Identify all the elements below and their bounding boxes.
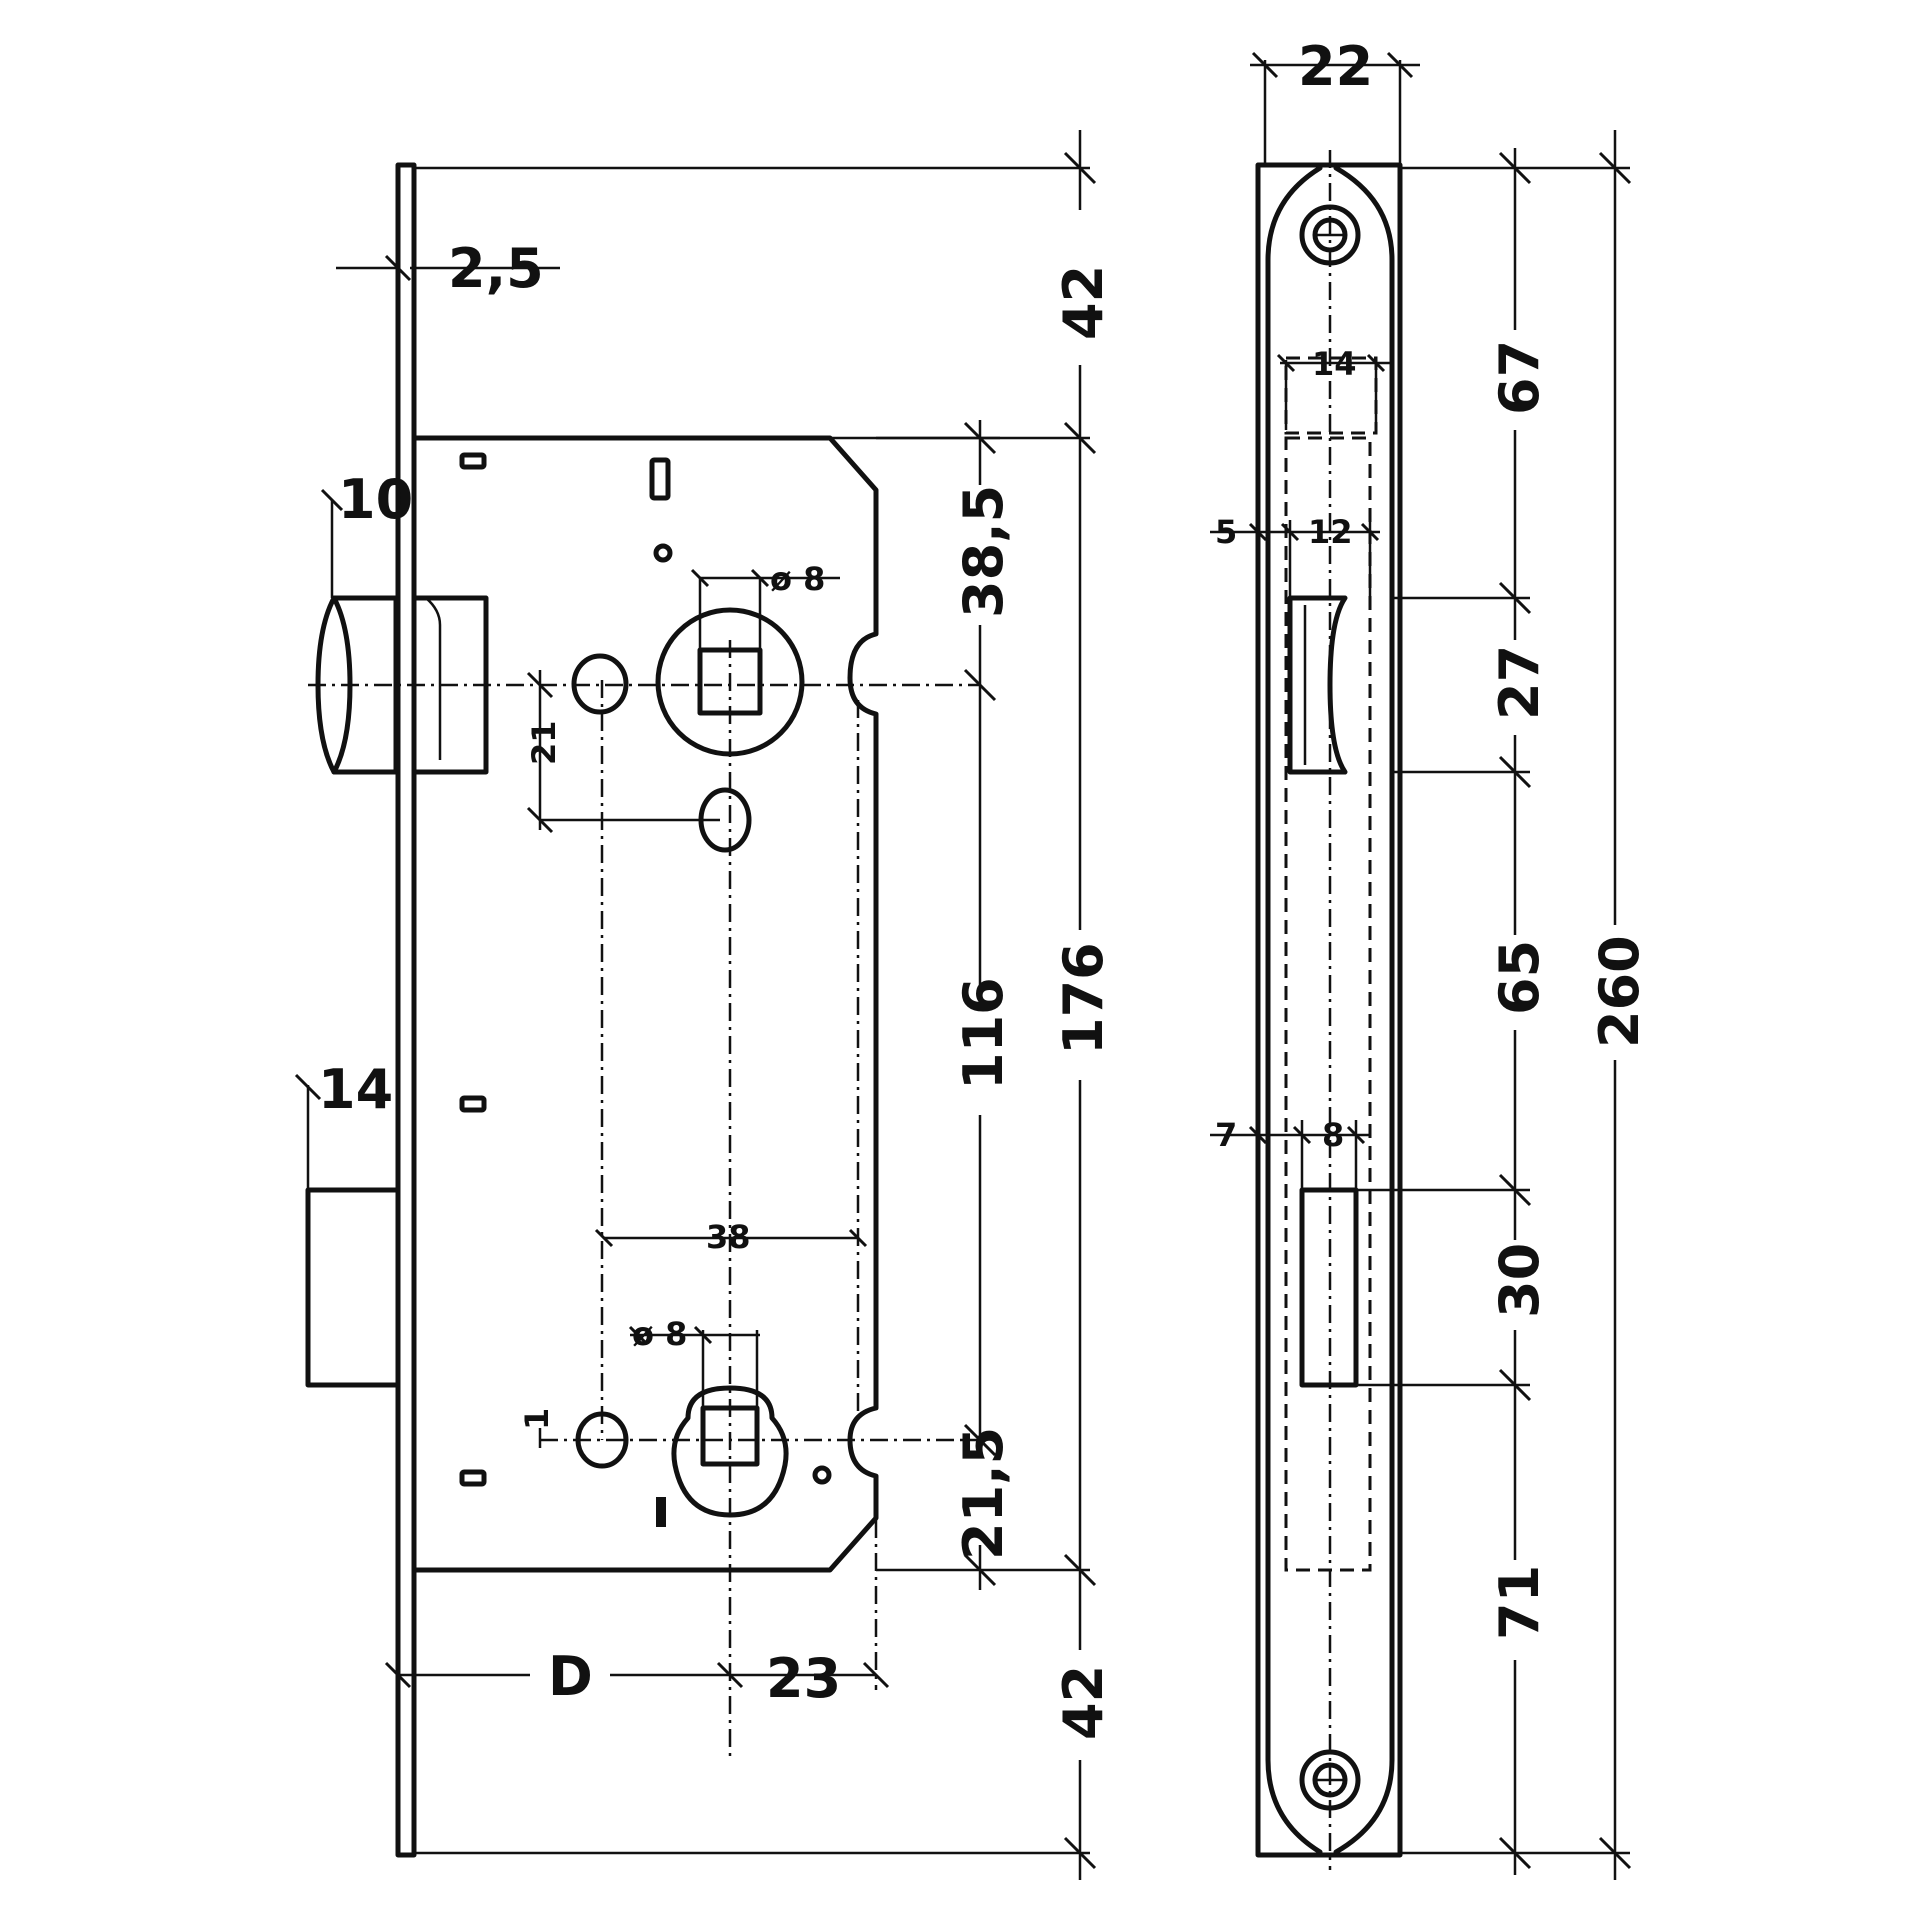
hidden-case <box>1284 436 1372 1572</box>
dim-bolt-projection: 14 <box>318 1058 393 1121</box>
dim-latch-offset: 21 <box>525 720 563 765</box>
lock-case <box>411 435 879 1573</box>
dim-latch-side-offset: 5 <box>1215 513 1237 551</box>
dimension-ticks <box>294 151 1097 1870</box>
dim-latch-to-lock: 116 <box>952 977 1015 1090</box>
dim-small-offset: 1 <box>518 1408 556 1430</box>
dim-backset-label: D <box>548 1645 593 1708</box>
front-view: 2,5 10 14 ø 8 ø 8 38 D 23 21 1 42 176 42… <box>294 130 1115 1880</box>
small-hole <box>653 543 673 563</box>
dim-case-height: 176 <box>1052 942 1115 1055</box>
slot <box>459 1469 487 1487</box>
side-latch-opening <box>1287 595 1348 775</box>
dead-bolt <box>305 1187 401 1388</box>
faceplate <box>395 162 417 1858</box>
dim-faceplate-width: 22 <box>1298 35 1373 98</box>
slot <box>459 452 487 470</box>
dim-top-segment: 67 <box>1488 340 1551 415</box>
dim-total-height: 260 <box>1588 935 1651 1048</box>
dim-bolt-height: 30 <box>1488 1243 1551 1318</box>
small-hole <box>812 1465 832 1485</box>
dim-spindle-diameter-top: ø 8 <box>770 560 825 598</box>
dim-bolt-width: 8 <box>1322 1116 1344 1154</box>
dim-bottom-segment: 71 <box>1488 1565 1551 1640</box>
dim-latch-width: 12 <box>1308 513 1353 551</box>
dim-latch-to-top: 38,5 <box>952 485 1015 618</box>
side-view: 22 14 5 12 7 8 67 27 65 30 71 260 <box>1210 35 1651 1880</box>
dim-hole-spacing: 38 <box>706 1218 751 1256</box>
dim-bottom-offset: 42 <box>1052 1665 1115 1740</box>
dim-spindle-diameter-bottom: ø 8 <box>632 1315 687 1353</box>
dim-backset-extra: 23 <box>766 1647 841 1710</box>
dim-lock-to-bottom: 21,5 <box>952 1427 1015 1560</box>
dim-latch-height: 27 <box>1488 645 1551 720</box>
slot <box>459 1095 487 1113</box>
dim-latch-projection: 10 <box>338 468 413 531</box>
dim-bolt-side-offset: 7 <box>1215 1116 1237 1154</box>
slot <box>656 1497 666 1527</box>
dim-faceplate-thickness: 2,5 <box>448 237 544 300</box>
slot <box>649 457 671 501</box>
dim-latch-width-top: 14 <box>1312 345 1357 383</box>
dim-middle-segment: 65 <box>1488 940 1551 1015</box>
dim-top-offset: 42 <box>1052 265 1115 340</box>
